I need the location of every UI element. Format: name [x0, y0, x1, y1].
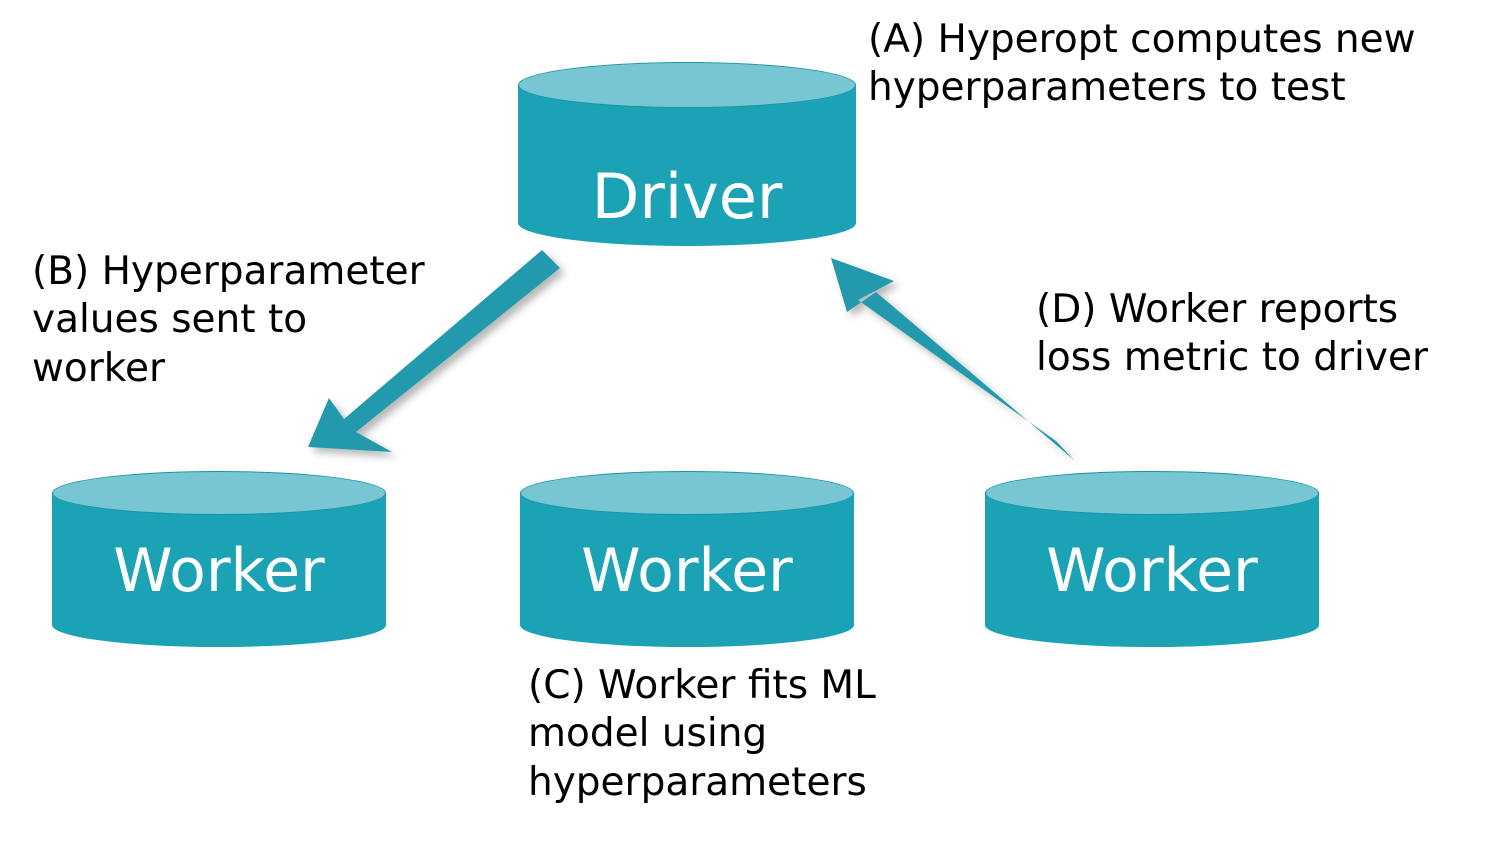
node-worker-middle-label: Worker — [581, 536, 793, 606]
node-worker-left-label: Worker — [113, 536, 325, 606]
node-worker-left[interactable]: Worker — [52, 471, 386, 647]
annotation-a: (A) Hyperopt computes new hyperparameter… — [868, 17, 1416, 111]
driver-cylinder-body — [518, 85, 856, 223]
node-worker-right[interactable]: Worker — [985, 471, 1319, 647]
worker-middle-cylinder-body — [520, 493, 854, 625]
node-worker-middle[interactable]: Worker — [520, 471, 854, 647]
worker-left-cylinder-body — [52, 493, 386, 625]
worker-right-cylinder-top — [985, 471, 1319, 515]
annotation-c: (C) Worker fits ML model using hyperpara… — [528, 663, 876, 805]
node-worker-right-label: Worker — [1046, 536, 1258, 606]
worker-middle-cylinder-top — [520, 471, 854, 515]
node-driver-label: Driver — [591, 160, 783, 233]
worker-right-cylinder-body — [985, 493, 1319, 625]
annotation-b: (B) Hyperparameter values sent to worker — [32, 249, 425, 391]
worker-left-cylinder-top — [52, 471, 386, 515]
driver-cylinder-top — [518, 62, 856, 108]
node-driver[interactable]: Driver — [518, 62, 856, 246]
annotation-d: (D) Worker reports loss metric to driver — [1036, 287, 1428, 381]
